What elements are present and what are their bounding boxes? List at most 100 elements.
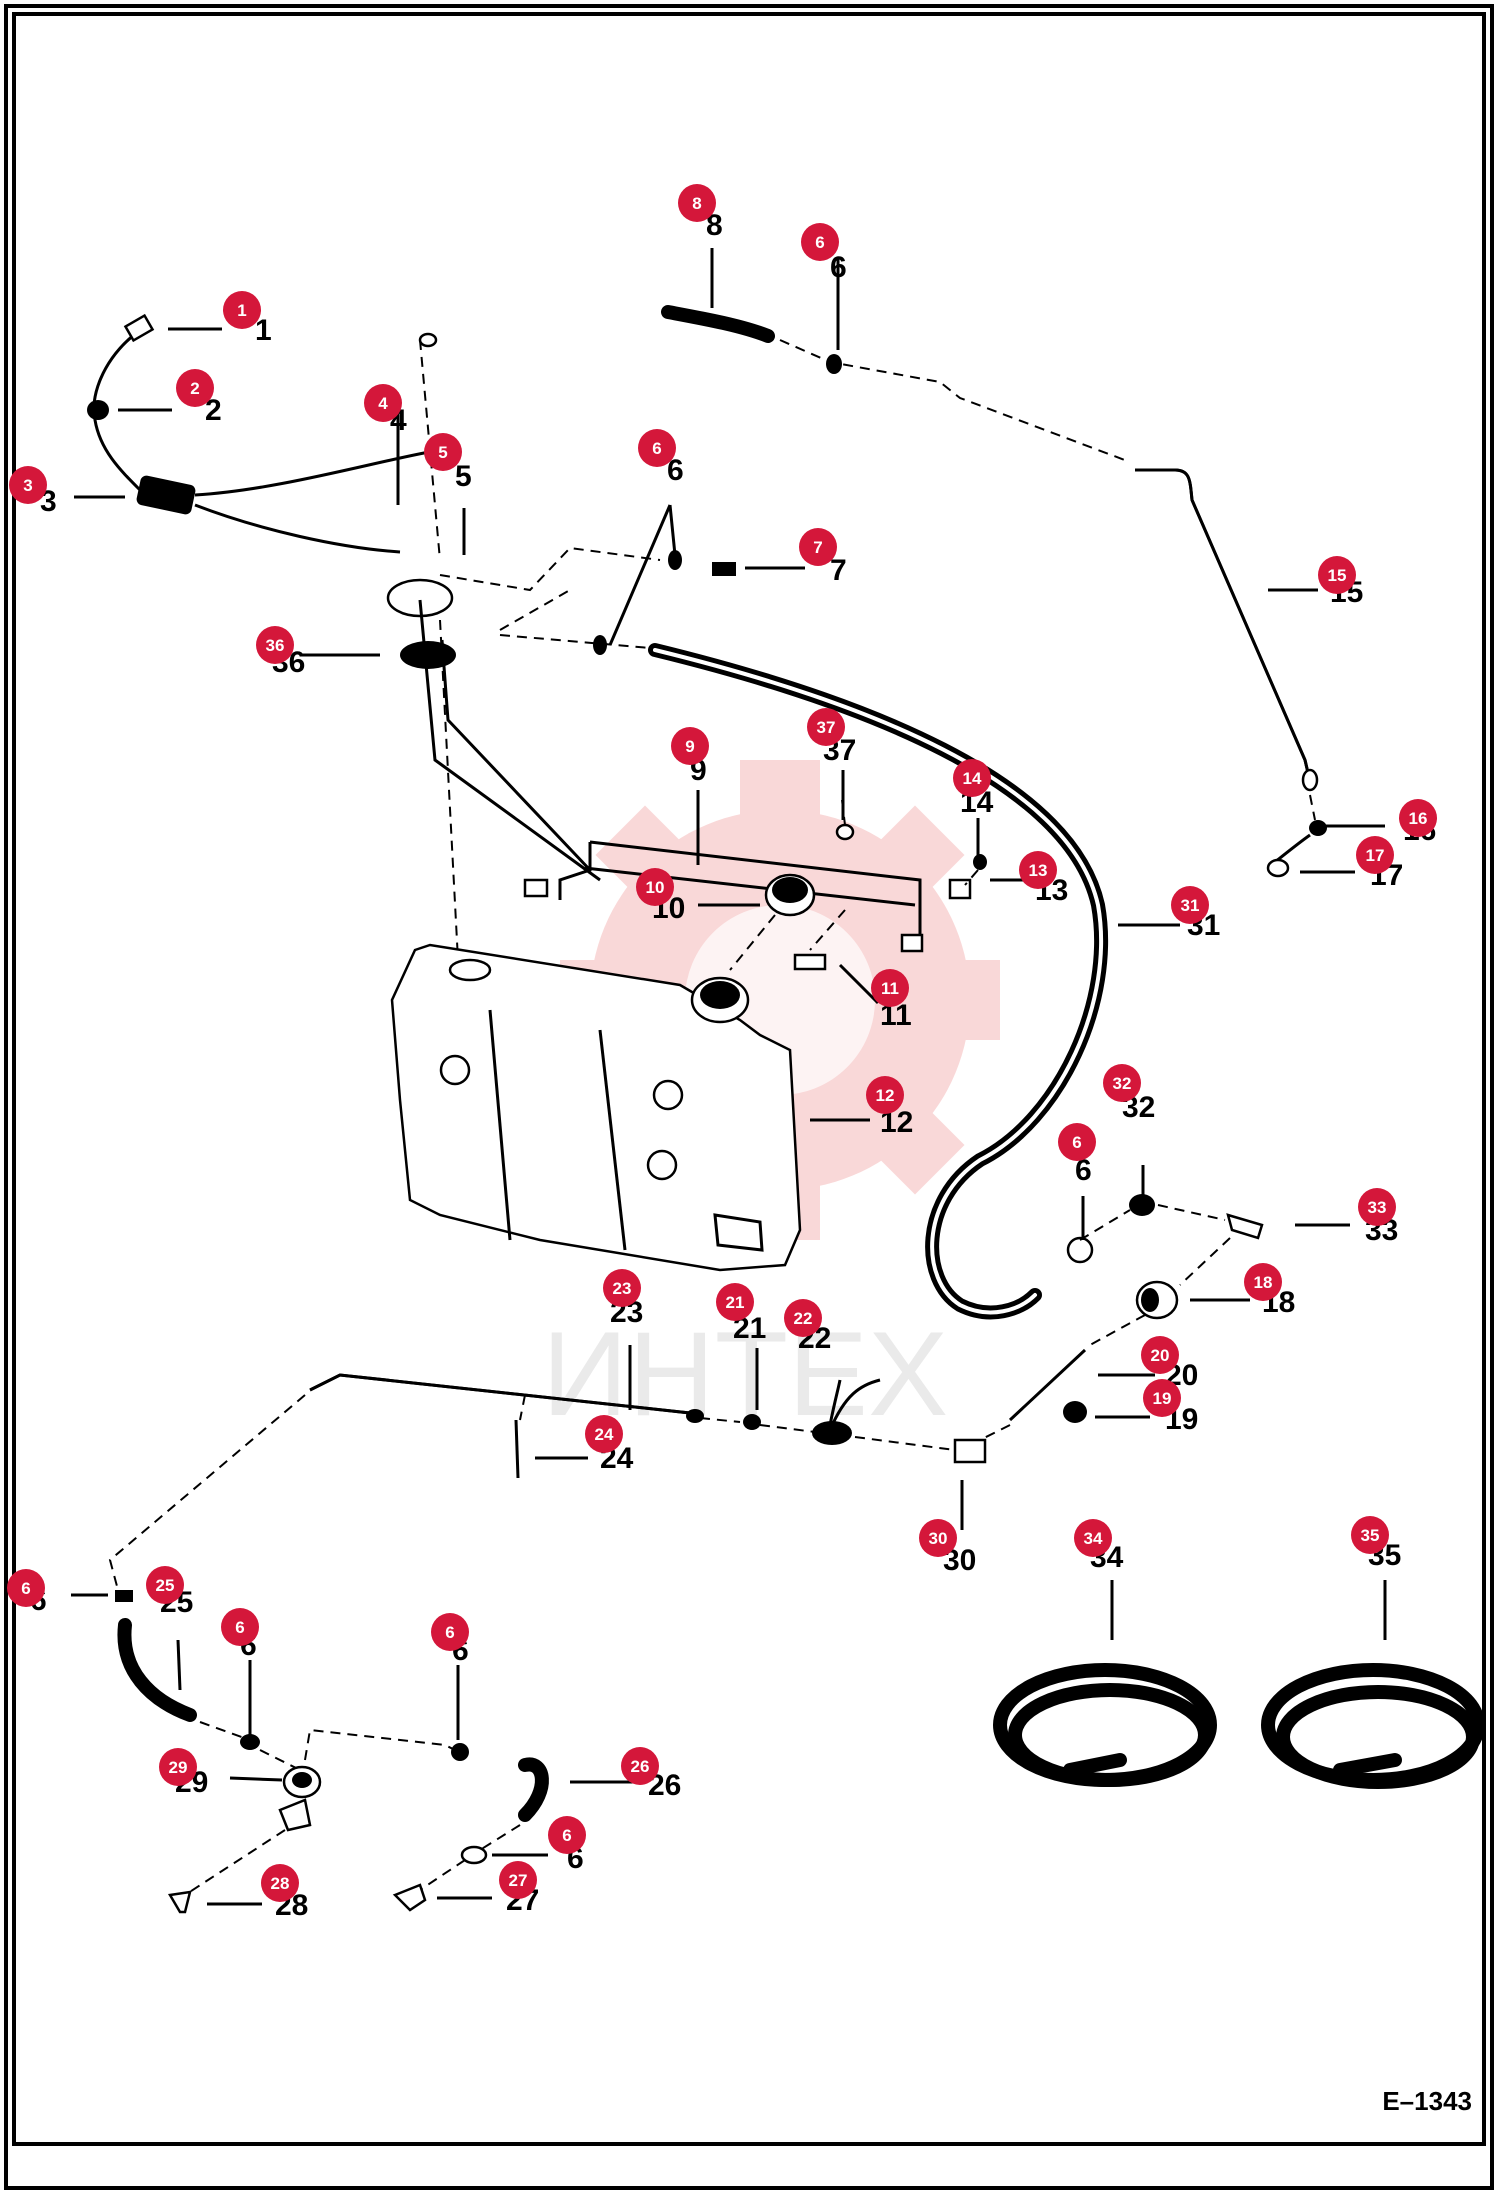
dash-hose-31 — [499, 634, 651, 649]
hose-coil-34 — [993, 1663, 1217, 1787]
svg-text:1: 1 — [237, 301, 246, 320]
marker-24[interactable]: 24 — [585, 1415, 623, 1453]
marker-3[interactable]: 3 — [9, 466, 47, 504]
svg-text:6: 6 — [445, 1623, 454, 1642]
svg-text:25: 25 — [156, 1576, 175, 1595]
wire-4 — [194, 503, 401, 554]
marker-31[interactable]: 31 — [1171, 886, 1209, 924]
marker-7[interactable]: 7 — [799, 528, 837, 566]
marker-6a[interactable]: 6 — [638, 429, 676, 467]
clamp-16 — [1309, 820, 1327, 836]
marker-1[interactable]: 1 — [223, 291, 261, 329]
marker-6d[interactable]: 6 — [7, 1569, 45, 1607]
marker-23[interactable]: 23 — [603, 1269, 641, 1307]
svg-text:20: 20 — [1151, 1346, 1170, 1365]
svg-text:6: 6 — [562, 1826, 571, 1845]
marker-35[interactable]: 35 — [1351, 1516, 1389, 1554]
svg-text:6: 6 — [1072, 1133, 1081, 1152]
wire-5 — [194, 448, 441, 497]
marker-37[interactable]: 37 — [807, 708, 845, 746]
marker-27[interactable]: 27 — [499, 1861, 537, 1899]
bolt-24 — [514, 1419, 520, 1479]
hose-coil-35 — [1261, 1663, 1485, 1789]
marker-2[interactable]: 2 — [176, 369, 214, 407]
svg-text:11: 11 — [881, 979, 899, 998]
marker-26[interactable]: 26 — [621, 1747, 659, 1785]
svg-text:9: 9 — [685, 737, 694, 756]
marker-6b[interactable]: 6 — [801, 223, 839, 261]
solenoid-22 — [812, 1421, 852, 1445]
marker-6f[interactable]: 6 — [431, 1613, 469, 1651]
clamp-19 — [1063, 1401, 1087, 1423]
parts — [87, 305, 1485, 1914]
marker-13[interactable]: 13 — [1019, 851, 1057, 889]
marker-6g[interactable]: 6 — [548, 1816, 586, 1854]
fitting-30 — [953, 1438, 987, 1464]
svg-text:19: 19 — [1153, 1389, 1172, 1408]
elbow-17 — [1274, 833, 1311, 864]
marker-8[interactable]: 8 — [678, 184, 716, 222]
marker-5[interactable]: 5 — [424, 433, 462, 471]
marker-19[interactable]: 19 — [1143, 1379, 1181, 1417]
marker-10[interactable]: 10 — [636, 868, 674, 906]
svg-text:32: 32 — [1113, 1074, 1132, 1093]
inner-border — [12, 12, 1486, 2146]
hose-26 — [518, 1757, 549, 1822]
marker-14[interactable]: 14 — [953, 759, 991, 797]
svg-text:8: 8 — [692, 194, 701, 213]
svg-text:18: 18 — [1254, 1273, 1273, 1292]
svg-text:22: 22 — [794, 1309, 813, 1328]
svg-text:6: 6 — [815, 233, 824, 252]
marker-16[interactable]: 16 — [1399, 799, 1437, 837]
hose-25 — [117, 1618, 197, 1722]
svg-text:14: 14 — [963, 769, 982, 788]
dash-fitting-7 — [439, 546, 661, 592]
marker-20[interactable]: 20 — [1141, 1336, 1179, 1374]
label-1: 1 — [255, 314, 272, 347]
marker-29[interactable]: 29 — [159, 1748, 197, 1786]
svg-text:12: 12 — [876, 1086, 895, 1105]
svg-text:13: 13 — [1029, 861, 1048, 880]
svg-text:6: 6 — [21, 1579, 30, 1598]
svg-text:33: 33 — [1368, 1198, 1387, 1217]
gasket-36 — [400, 641, 456, 669]
elbow-32 — [1129, 1194, 1155, 1216]
marker-15[interactable]: 15 — [1318, 556, 1356, 594]
marker-21[interactable]: 21 — [716, 1283, 754, 1321]
decal-11 — [793, 953, 827, 971]
marker-36[interactable]: 36 — [256, 626, 294, 664]
vent-line-15 — [1135, 468, 1314, 791]
marker-9[interactable]: 9 — [671, 727, 709, 765]
svg-text:3: 3 — [23, 476, 32, 495]
marker-12[interactable]: 12 — [866, 1076, 904, 1114]
marker-17[interactable]: 17 — [1356, 836, 1394, 874]
svg-text:4: 4 — [378, 394, 388, 413]
marker-22[interactable]: 22 — [784, 1299, 822, 1337]
marker-11[interactable]: 11 — [871, 969, 909, 1007]
svg-text:5: 5 — [438, 443, 447, 462]
svg-text:34: 34 — [1084, 1529, 1103, 1548]
tube-20 — [1008, 1348, 1087, 1422]
marker-32[interactable]: 32 — [1103, 1064, 1141, 1102]
marker-28[interactable]: 28 — [261, 1864, 299, 1902]
marker-33[interactable]: 33 — [1358, 1188, 1396, 1226]
svg-text:37: 37 — [817, 718, 836, 737]
svg-text:36: 36 — [266, 636, 285, 655]
marker-25[interactable]: 25 — [146, 1566, 184, 1604]
clamp-6d — [451, 1743, 469, 1761]
marker-34[interactable]: 34 — [1074, 1519, 1112, 1557]
label-6c: 6 — [1075, 1154, 1092, 1187]
marker-6c[interactable]: 6 — [1058, 1123, 1096, 1161]
marker-4[interactable]: 4 — [364, 384, 402, 422]
marker-6e[interactable]: 6 — [221, 1608, 259, 1646]
svg-text:28: 28 — [271, 1874, 290, 1893]
sender-tube — [418, 599, 601, 882]
svg-text:29: 29 — [169, 1758, 188, 1777]
marker-30[interactable]: 30 — [919, 1519, 957, 1557]
marker-18[interactable]: 18 — [1244, 1263, 1282, 1301]
valve-28 — [167, 1890, 192, 1914]
callout-markers: 1 2 3 4 5 6 7 8 6 9 10 11 12 13 14 15 16… — [7, 184, 1437, 1902]
svg-text:6: 6 — [235, 1618, 244, 1637]
svg-text:23: 23 — [613, 1279, 632, 1298]
